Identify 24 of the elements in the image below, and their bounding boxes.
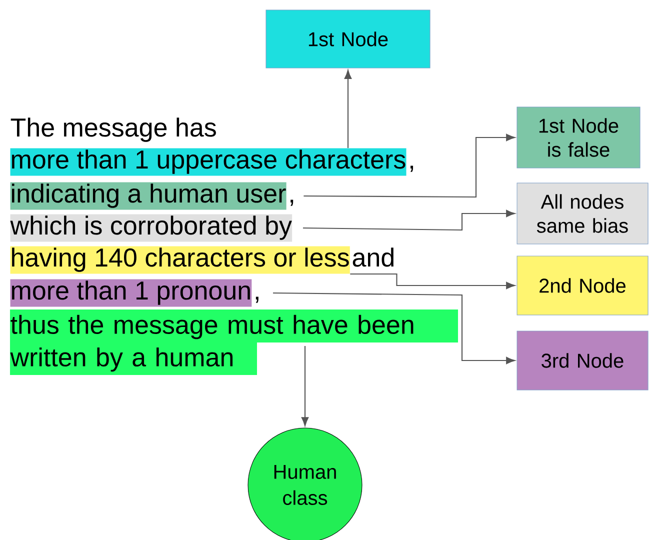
process-box: 3rd Node xyxy=(516,330,648,390)
highlighted-phrase: which is corroborated by xyxy=(10,214,292,242)
arrow xyxy=(273,292,516,364)
process-box: 2nd Node xyxy=(516,256,648,316)
arrow xyxy=(301,346,309,426)
punctuation-text: , xyxy=(410,166,414,172)
punctuation-text: , xyxy=(290,200,294,206)
node-label: thus the message must have been xyxy=(10,314,414,340)
highlighted-phrase: more than 1 uppercase characters xyxy=(10,148,406,176)
highlighted-phrase: having 140 characters or less xyxy=(10,246,350,274)
arrow xyxy=(350,273,516,290)
highlighted-phrase: thus the message must have been written by a human xyxy=(10,310,458,375)
punctuation-text: , xyxy=(256,296,258,303)
node-label: written by a human xyxy=(10,347,233,372)
arrow xyxy=(304,134,516,198)
highlighted-phrase: indicating a human user xyxy=(10,182,286,210)
punctuation-text: and xyxy=(352,248,394,267)
process-box: 1st Node xyxy=(266,10,430,68)
process-box: All nodes same bias xyxy=(516,182,648,244)
process-box: 1st Node is false xyxy=(516,106,640,168)
arrow xyxy=(303,210,516,231)
sentence-text: The message has xyxy=(10,118,216,142)
highlighted-phrase: more than 1 pronoun xyxy=(10,279,252,307)
arrow xyxy=(344,70,352,148)
